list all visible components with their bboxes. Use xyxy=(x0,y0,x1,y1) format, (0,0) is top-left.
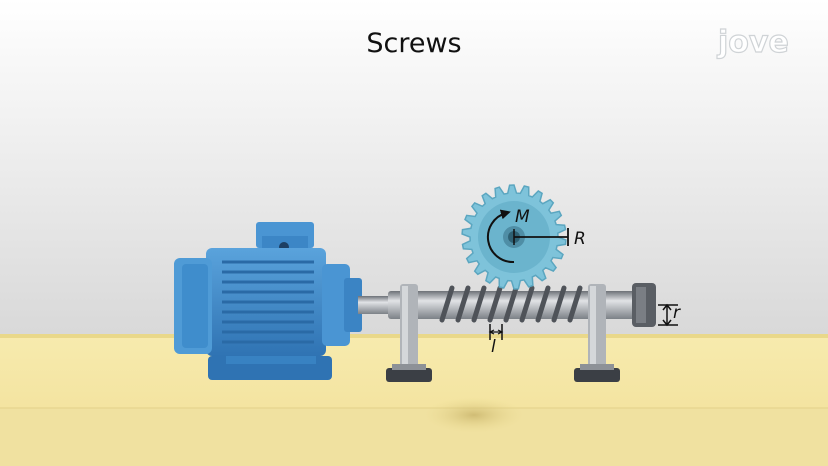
left-bearing-support xyxy=(386,284,432,382)
lead-dimension xyxy=(488,324,504,340)
table-front xyxy=(0,408,828,466)
page-title: Screws xyxy=(366,28,462,59)
gear-shadow xyxy=(424,397,524,433)
lead-label: l xyxy=(491,337,496,357)
jove-logo: jove xyxy=(716,24,789,60)
moment-label: M xyxy=(515,207,530,227)
right-bearing-support xyxy=(574,284,620,382)
gear-radius-label: R xyxy=(574,229,586,249)
wall xyxy=(0,0,828,340)
moment-arrow xyxy=(486,209,515,264)
gear-radius-dimension xyxy=(513,228,569,246)
screw-radius-dimension xyxy=(658,303,678,327)
screw-threads xyxy=(439,285,583,323)
svg-text:jove: jove xyxy=(717,25,789,60)
electric-motor xyxy=(174,222,390,380)
screw-radius-label: r xyxy=(673,303,681,323)
